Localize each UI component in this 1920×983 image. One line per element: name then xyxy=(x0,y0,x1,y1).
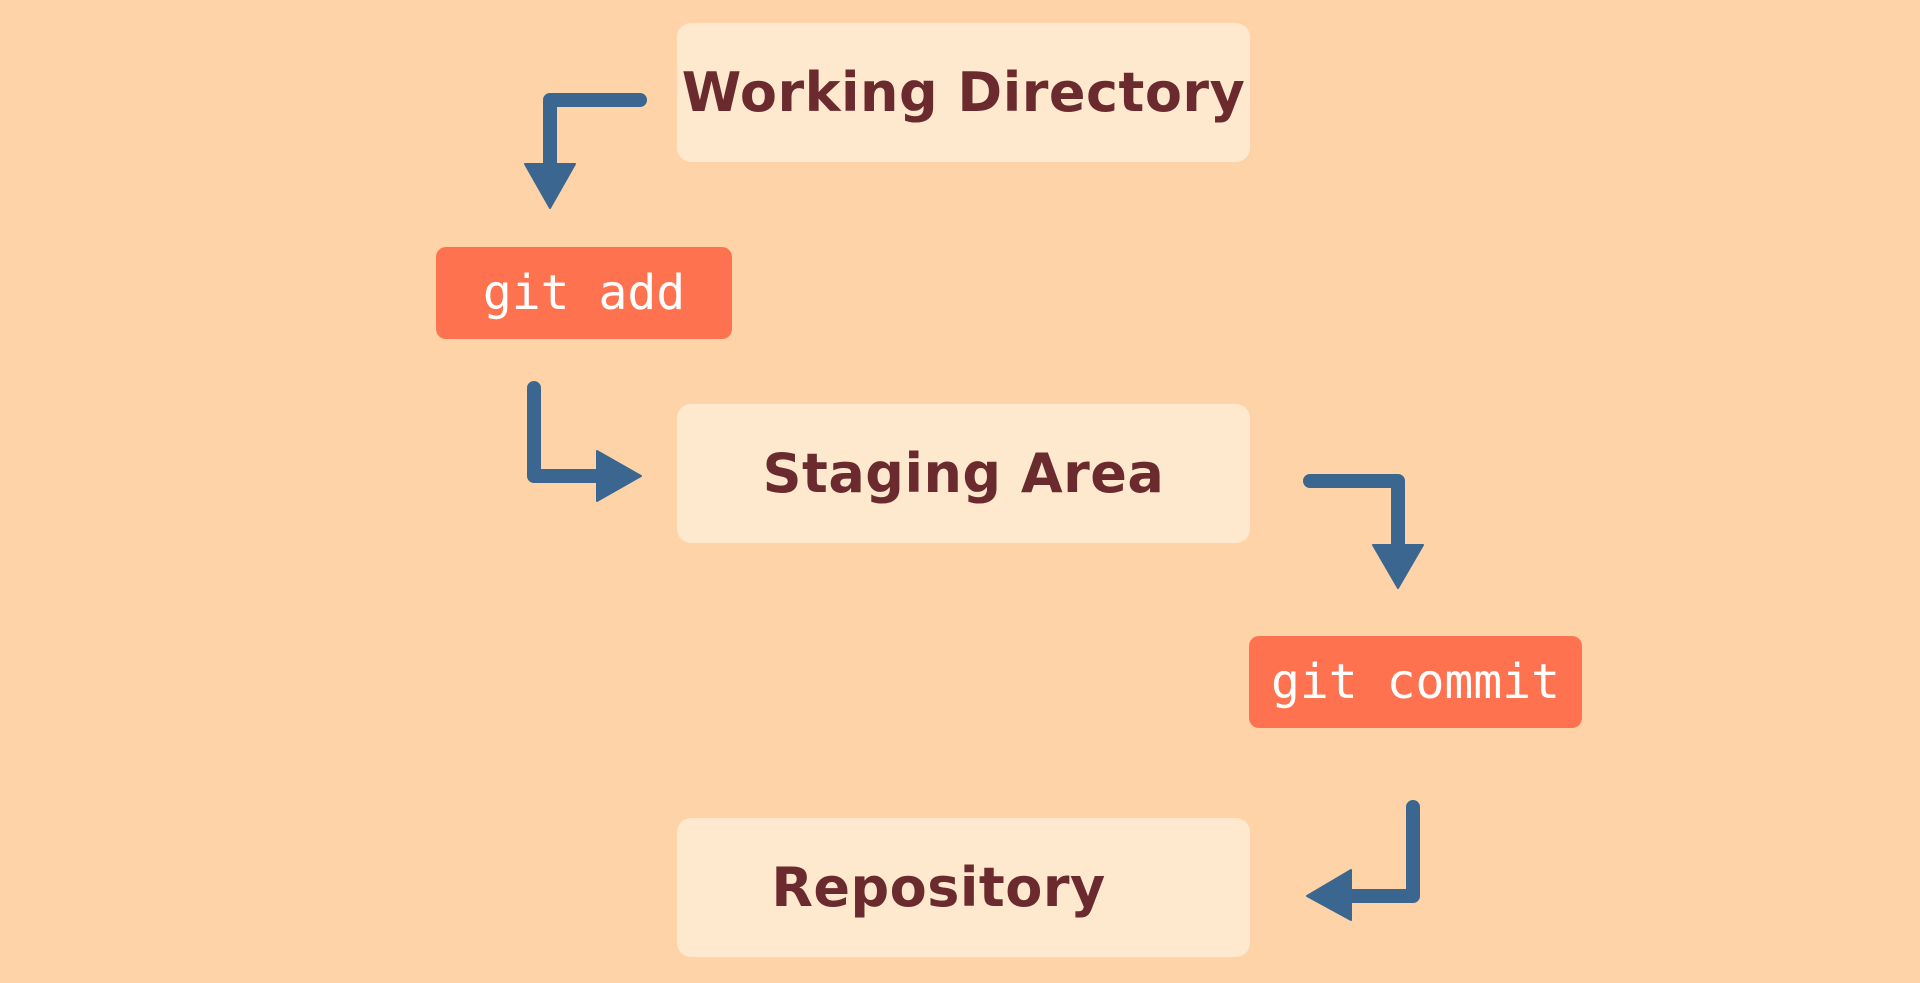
arrow-down-icon xyxy=(1303,474,1424,589)
repository-box: Repository xyxy=(677,818,1250,957)
git-commit-command: git commit xyxy=(1249,636,1582,728)
working-directory-label: Working Directory xyxy=(681,61,1246,124)
repository-label: Repository xyxy=(771,856,1106,919)
git-commit-label: git commit xyxy=(1271,654,1560,710)
git-add-label: git add xyxy=(482,265,686,321)
staging-area-label: Staging Area xyxy=(762,442,1165,505)
staging-area-box: Staging Area xyxy=(677,404,1250,543)
arrow-left-icon xyxy=(1306,800,1420,921)
arrow-right-icon xyxy=(527,381,642,502)
arrow-down-icon xyxy=(524,93,647,209)
git-add-command: git add xyxy=(436,247,732,339)
working-directory-box: Working Directory xyxy=(677,23,1250,162)
